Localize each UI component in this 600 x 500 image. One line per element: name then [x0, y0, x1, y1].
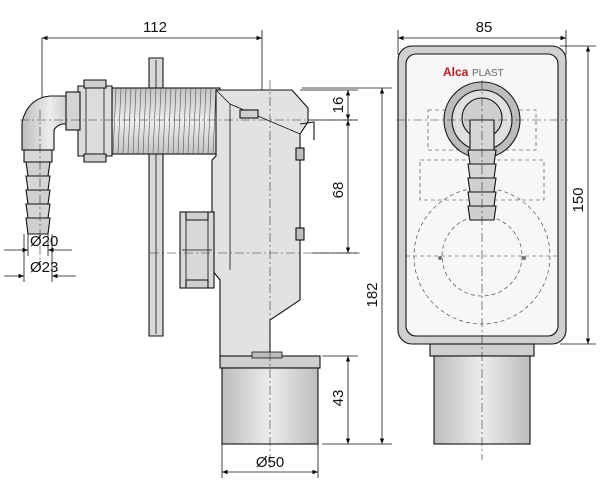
hose-outer-diameter-label: Ø23 [30, 259, 58, 276]
front-view: 85 150 Alca PLAST [396, 19, 596, 460]
siphon-body [211, 89, 309, 361]
side-view: 112 [4, 19, 392, 478]
threaded-pipe [111, 87, 221, 155]
side-width-label: 112 [143, 19, 167, 36]
dim-182-label: 182 [364, 282, 381, 307]
front-height-label: 150 [570, 187, 587, 212]
hose-nozzle [23, 149, 53, 235]
brand-alca: Alca [443, 65, 469, 79]
elbow-connector [21, 95, 79, 151]
front-width-label: 85 [476, 19, 493, 36]
dim-68-label: 68 [330, 182, 347, 199]
dim-43-label: 43 [330, 390, 347, 407]
brand-plast: PLAST [472, 68, 504, 79]
hose-inner-diameter-label: Ø20 [30, 233, 58, 250]
union-nut [77, 85, 113, 157]
dim-16-label: 16 [330, 97, 347, 114]
side-nut [179, 211, 215, 289]
outlet-diameter-label: Ø50 [256, 454, 284, 471]
